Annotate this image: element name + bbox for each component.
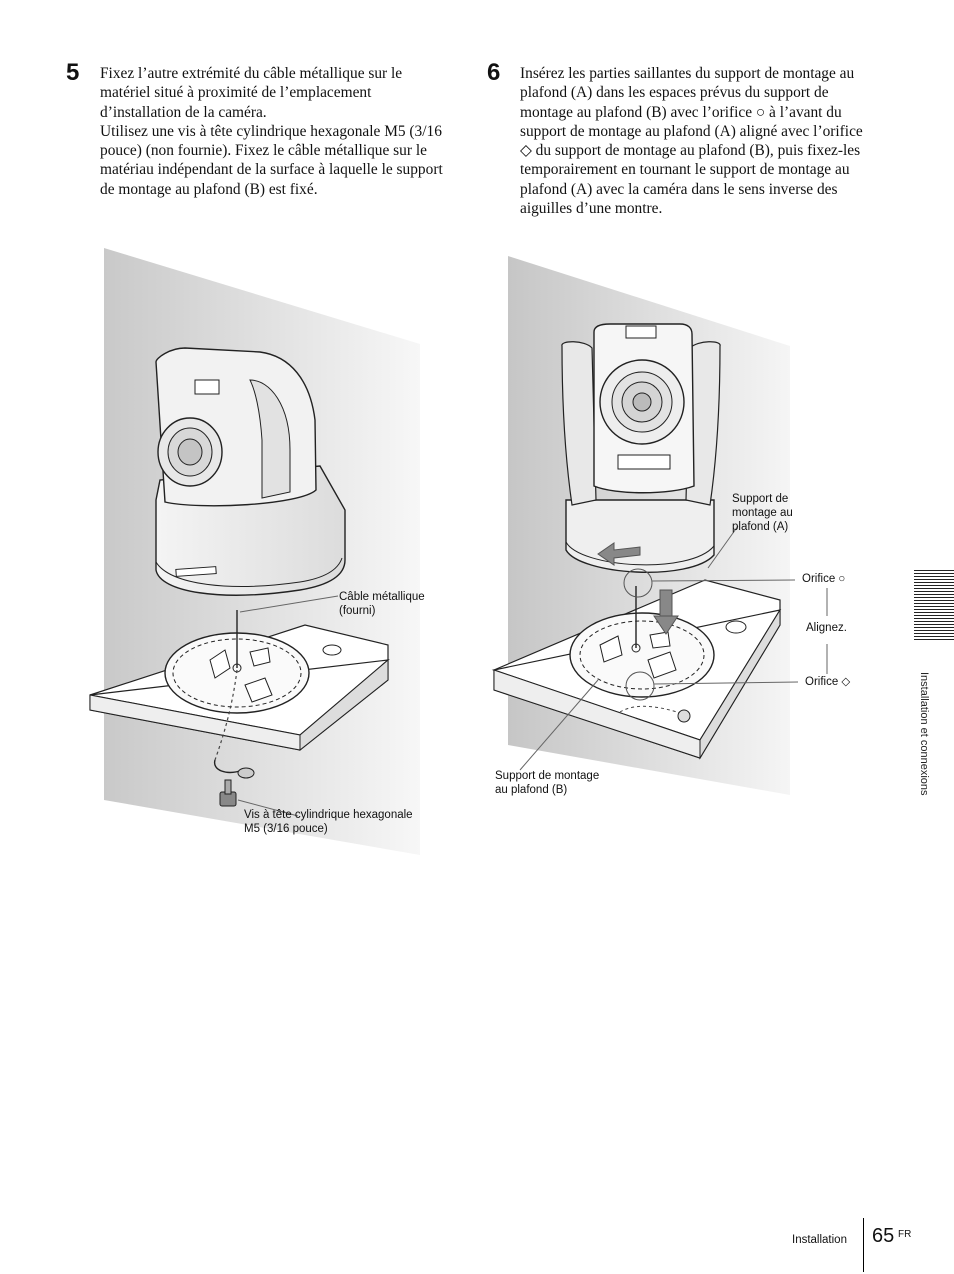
insert-down-arrow-icon (653, 589, 679, 635)
step-5-paragraph-2: Utilisez une vis à tête cylindrique hexa… (100, 122, 443, 198)
bracket-a-callout-line (707, 525, 739, 569)
orifice-diamond-callout-line (653, 681, 799, 685)
figure-step-6 (491, 256, 828, 795)
step-6-paragraph: Insérez les parties saillantes du suppor… (520, 65, 863, 218)
label-bracket-a: Support de montage au plafond (A) (732, 493, 793, 533)
bracket-b-callout-line (519, 679, 599, 771)
camera-icon (561, 323, 721, 573)
screw-callout-line (237, 799, 299, 817)
step-6-number: 6 (487, 59, 501, 86)
label-screw: Vis à tête cylindrique hexagonale M5 (3/… (244, 809, 413, 835)
orifice-circle-highlight (623, 568, 653, 598)
step-5-number: 5 (66, 59, 80, 86)
label-bracket-b: Support de montage au plafond (B) (495, 770, 600, 796)
page-language: FR (898, 1229, 912, 1240)
mounting-bracket-b-icon (569, 612, 715, 698)
label-orifice-diamond: Orifice ◇ (805, 676, 851, 688)
label-orifice-circle: Orifice ○ (802, 573, 846, 585)
section-tab-marker (914, 570, 954, 642)
section-tab-label: Installation et connexions (918, 672, 930, 796)
rotate-counterclockwise-arrow-icon (597, 542, 641, 566)
label-align: Alignez. (806, 622, 847, 634)
mounting-bracket-b-icon (164, 632, 310, 714)
footer-divider (863, 1218, 864, 1272)
hex-screw-icon (219, 767, 255, 807)
orifice-diamond-highlight (625, 671, 655, 701)
figure-step-5 (89, 248, 420, 855)
orifice-circle-callout-line (651, 579, 796, 582)
step-6-text: Insérez les parties saillantes du suppor… (520, 64, 866, 218)
page-number: 65 (872, 1225, 895, 1247)
label-cable: Câble métallique (fourni) (339, 591, 425, 617)
footer-section-name: Installation (792, 1234, 847, 1246)
camera-icon (155, 347, 346, 596)
cable-callout-line (239, 595, 339, 613)
step-5-text: Fixez l’autre extrémité du câble métalli… (100, 64, 446, 199)
step-5-paragraph-1: Fixez l’autre extrémité du câble métalli… (100, 65, 403, 121)
